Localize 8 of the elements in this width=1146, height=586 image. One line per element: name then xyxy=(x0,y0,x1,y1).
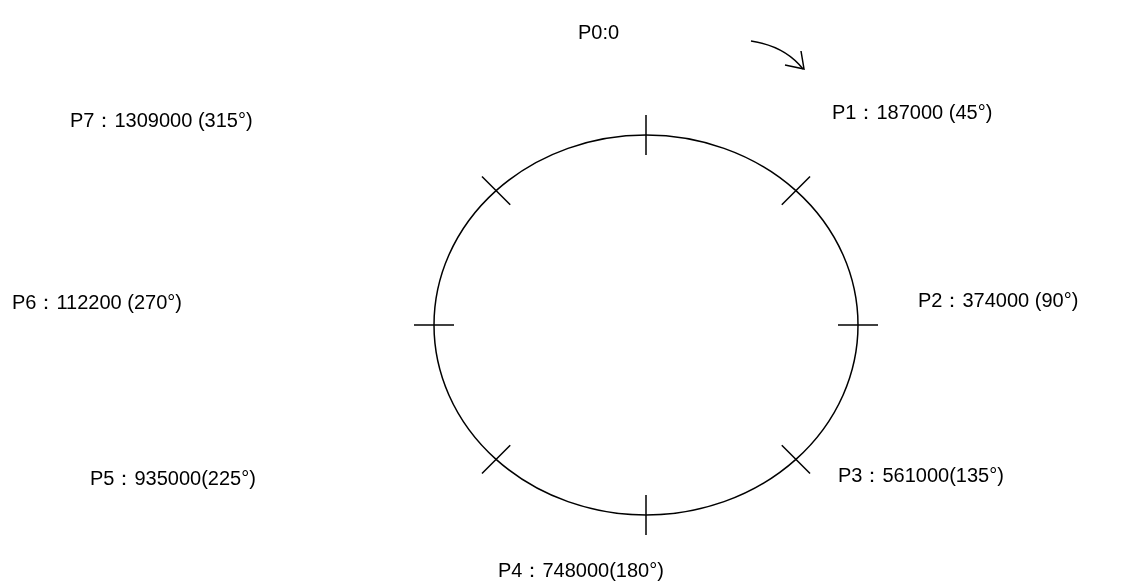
point-label: P3：561000(135°) xyxy=(838,463,1004,487)
point-label: P4：748000(180°) xyxy=(498,558,664,582)
point-label: P1：187000 (45°) xyxy=(832,100,993,124)
point-label: P5：935000(225°) xyxy=(90,466,256,490)
point-label: P0:0 xyxy=(578,20,620,44)
point-label: P2：374000 (90°) xyxy=(918,288,1079,312)
point-label: P6：112200 (270°) xyxy=(12,290,182,314)
point-label: P7：1309000 (315°) xyxy=(70,108,253,132)
